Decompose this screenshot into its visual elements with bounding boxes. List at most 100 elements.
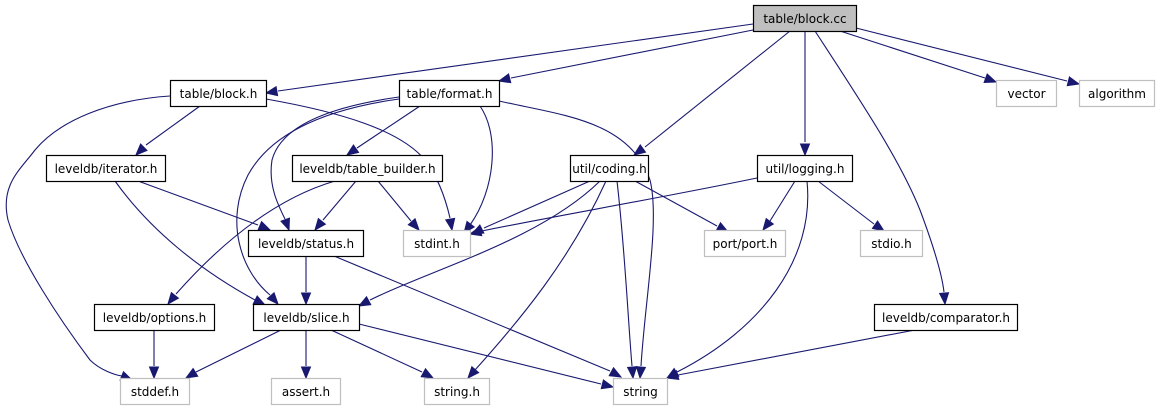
arrowhead-icon (184, 367, 199, 379)
node-iterator-h[interactable]: leveldb/iterator.h (45, 154, 167, 183)
edge-block-cc-to-coding-h (632, 30, 791, 156)
edge-line (616, 180, 633, 367)
edge-line (483, 180, 591, 229)
edge-table-builder-h-to-stdint-h (377, 180, 420, 231)
node-slice-h[interactable]: leveldb/slice.h (252, 303, 361, 332)
arrowhead-icon (799, 143, 811, 157)
arrowhead-icon (257, 220, 272, 231)
edge-logging-h-to-stdio-h (817, 180, 886, 232)
arrowhead-icon (632, 143, 647, 156)
edge-status-h-to-slice-h (300, 256, 312, 306)
edge-line (644, 30, 791, 148)
edge-format-h-to-status-h (270, 96, 400, 232)
edge-iterator-h-to-status-h (137, 180, 272, 231)
edge-block-cc-to-format-h (497, 29, 754, 84)
edge-logging-h-to-port-h (762, 180, 796, 232)
node-label: stdint.h (414, 237, 460, 251)
node-box (291, 154, 444, 183)
node-port-h: port/port.h (703, 229, 787, 258)
arrowhead-icon (420, 367, 435, 379)
node-status-h[interactable]: leveldb/status.h (247, 229, 365, 258)
node-coding-h[interactable]: util/coding.h (569, 154, 650, 183)
arrowhead-icon (357, 295, 372, 307)
arrowhead-icon (135, 143, 148, 156)
edge-coding-h-to-port-h (634, 180, 730, 233)
node-box (752, 4, 858, 33)
node-label: stddef.h (131, 385, 179, 399)
arrowhead-icon (983, 73, 998, 83)
node-block-cc[interactable]: table/block.cc (752, 4, 858, 33)
arrowhead-icon (497, 73, 512, 84)
node-assert-h: assert.h (270, 377, 342, 406)
arrowhead-icon (938, 292, 950, 306)
edge-line (358, 323, 602, 385)
edge-slice-h-to-stddef-h (184, 329, 282, 379)
node-label: algorithm (1088, 87, 1146, 101)
edge-block-cc-to-vector (839, 30, 998, 83)
node-label: leveldb/options.h (103, 311, 206, 325)
nodes-layer: table/block.cc table/block.h table/format.… (45, 4, 1156, 406)
node-logging-h[interactable]: util/logging.h (756, 154, 854, 183)
edge-line (469, 105, 493, 226)
node-format-h[interactable]: table/format.h (398, 79, 501, 108)
edge-line (270, 96, 400, 220)
edge-line (277, 23, 754, 92)
edge-coding-h-to-string (616, 180, 638, 380)
edge-line (498, 100, 654, 367)
node-box (756, 154, 854, 183)
edge-line (377, 180, 412, 222)
node-label: table/block.cc (763, 12, 846, 26)
edge-slice-h-to-assert-h (300, 330, 312, 380)
node-table-builder-h[interactable]: leveldb/table_builder.h (291, 154, 444, 183)
arrowhead-icon (252, 295, 267, 306)
edge-line (322, 180, 357, 221)
arrowhead-icon (444, 217, 456, 232)
edge-line (481, 177, 758, 232)
arrowhead-icon (871, 220, 886, 232)
arrowhead-icon (407, 217, 420, 231)
edge-comparator-h-to-string (665, 329, 916, 381)
edge-slice-h-to-string-h (330, 329, 435, 379)
node-box (703, 229, 787, 258)
node-algorithm: algorithm (1078, 79, 1156, 108)
node-box (1078, 79, 1156, 108)
arrowhead-icon (600, 379, 615, 390)
node-label: vector (1007, 87, 1045, 101)
arrowhead-icon (266, 291, 279, 305)
edge-line (634, 180, 718, 227)
edge-block-h-to-iterator-h (135, 105, 201, 156)
edge-block-cc-to-block-h (264, 23, 754, 97)
node-label: string.h (434, 385, 480, 399)
node-options-h[interactable]: leveldb/options.h (93, 303, 216, 332)
node-label: string (623, 385, 657, 399)
edge-block-h-to-stddef-h (5, 95, 171, 381)
edge-format-h-to-slice-h (236, 98, 400, 305)
edge-line (333, 255, 611, 372)
node-block-h[interactable]: table/block.h (169, 79, 268, 108)
node-box (612, 377, 669, 406)
node-box (247, 229, 365, 258)
node-label: leveldb/slice.h (263, 311, 349, 325)
edge-line (510, 29, 754, 79)
edge-format-h-to-table-builder-h (345, 105, 421, 156)
arrowhead-icon (626, 366, 638, 380)
arrowhead-icon (665, 369, 680, 381)
node-label: util/coding.h (572, 162, 647, 176)
edge-line (330, 329, 423, 373)
edge-line (817, 180, 875, 225)
node-box (119, 377, 191, 406)
node-box (402, 229, 472, 258)
node-stdint-h: stdint.h (402, 229, 472, 258)
edge-logging-h-to-stdint-h (468, 177, 758, 237)
node-label: port/port.h (713, 237, 778, 251)
node-box (873, 303, 1019, 332)
edge-line (114, 180, 256, 301)
arrowhead-icon (608, 366, 623, 378)
node-box (859, 229, 924, 258)
node-string: string (612, 377, 669, 406)
edge-table-builder-h-to-options-h (167, 180, 336, 306)
edge-line (265, 98, 451, 219)
node-comparator-h[interactable]: leveldb/comparator.h (873, 303, 1019, 332)
edge-line (676, 180, 809, 373)
